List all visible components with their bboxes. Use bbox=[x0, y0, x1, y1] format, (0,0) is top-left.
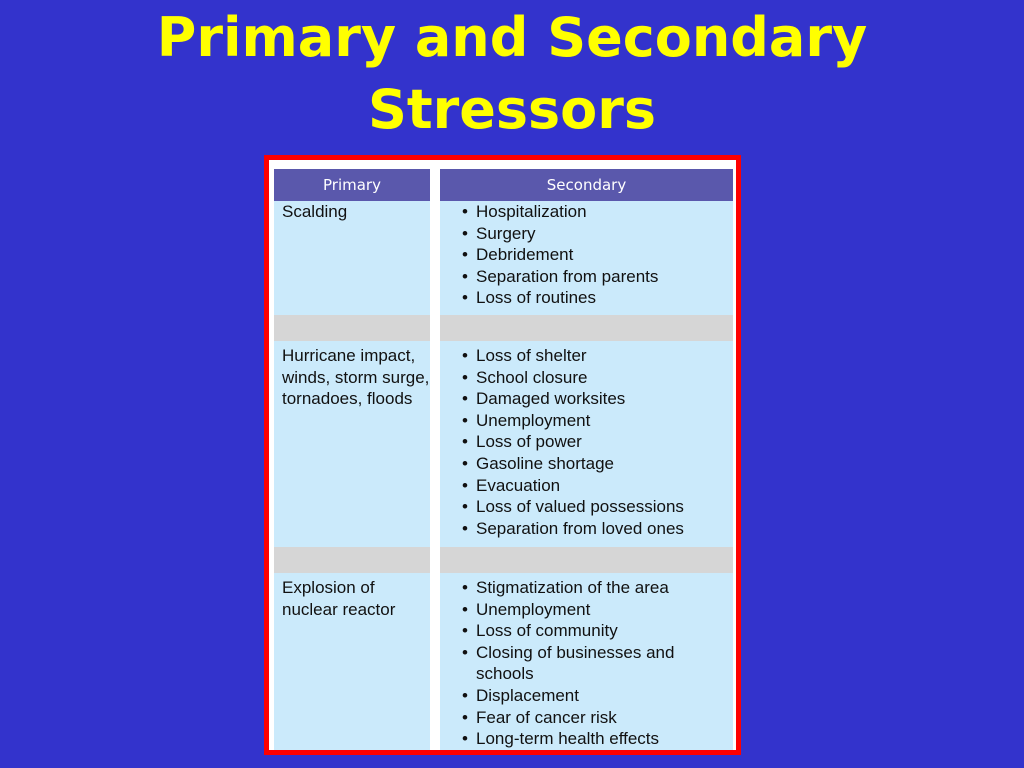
row-2-secondary-cell: Loss of shelter School closure Damaged w… bbox=[440, 341, 733, 547]
list-item: Loss of community bbox=[462, 620, 730, 642]
primary-stressor: Hurricane impact, winds, storm surge, to… bbox=[282, 346, 430, 408]
list-item: Loss of shelter bbox=[462, 345, 730, 367]
list-item: Debridement bbox=[462, 244, 730, 266]
row-separator bbox=[274, 547, 430, 573]
list-item: Unemployment bbox=[462, 599, 730, 621]
column-divider bbox=[430, 160, 440, 750]
row-1-primary-cell: Scalding bbox=[274, 201, 430, 315]
list-item: Hospitalization bbox=[462, 201, 730, 223]
list-item: Evacuation bbox=[462, 475, 730, 497]
row-separator bbox=[274, 315, 430, 341]
primary-stressor: Scalding bbox=[282, 202, 348, 221]
primary-stressor: Explosion of nuclear reactor bbox=[282, 578, 396, 619]
row-separator bbox=[440, 315, 733, 341]
list-item: Gasoline shortage bbox=[462, 453, 730, 475]
title-line-2: Stressors bbox=[367, 78, 657, 141]
list-item: Separation from loved ones bbox=[462, 518, 730, 540]
row-2-primary-cell: Hurricane impact, winds, storm surge, to… bbox=[274, 341, 430, 547]
title-line-1: Primary and Secondary bbox=[156, 6, 868, 69]
list-item: Fear of cancer risk bbox=[462, 707, 730, 729]
secondary-stressor-list: Loss of shelter School closure Damaged w… bbox=[462, 345, 730, 539]
list-item: Surgery bbox=[462, 223, 730, 245]
list-item: Loss of routines bbox=[462, 287, 730, 309]
list-item: Loss of power bbox=[462, 431, 730, 453]
list-item: Damaged worksites bbox=[462, 388, 730, 410]
row-3-secondary-cell: Stigmatization of the area Unemployment … bbox=[440, 573, 733, 750]
secondary-stressor-list: Stigmatization of the area Unemployment … bbox=[462, 577, 730, 750]
list-item: Unemployment bbox=[462, 410, 730, 432]
secondary-stressor-list: Hospitalization Surgery Debridement Sepa… bbox=[462, 201, 730, 309]
header-primary: Primary bbox=[274, 169, 430, 201]
row-3-primary-cell: Explosion of nuclear reactor bbox=[274, 573, 430, 750]
slide-title: Primary and Secondary Stressors bbox=[0, 2, 1024, 146]
list-item: Stigmatization of the area bbox=[462, 577, 730, 599]
list-item: Loss of valued possessions bbox=[462, 496, 730, 518]
list-item: Displacement bbox=[462, 685, 730, 707]
row-1-secondary-cell: Hospitalization Surgery Debridement Sepa… bbox=[440, 201, 733, 315]
list-item: School closure bbox=[462, 367, 730, 389]
list-item: Closing of businesses and schools bbox=[462, 642, 730, 685]
list-item: Long-term health effects bbox=[462, 728, 730, 750]
stressors-table: Primary Secondary Scalding Hospitalizati… bbox=[264, 155, 741, 755]
list-item: Separation from parents bbox=[462, 266, 730, 288]
header-secondary: Secondary bbox=[440, 169, 733, 201]
row-separator bbox=[440, 547, 733, 573]
